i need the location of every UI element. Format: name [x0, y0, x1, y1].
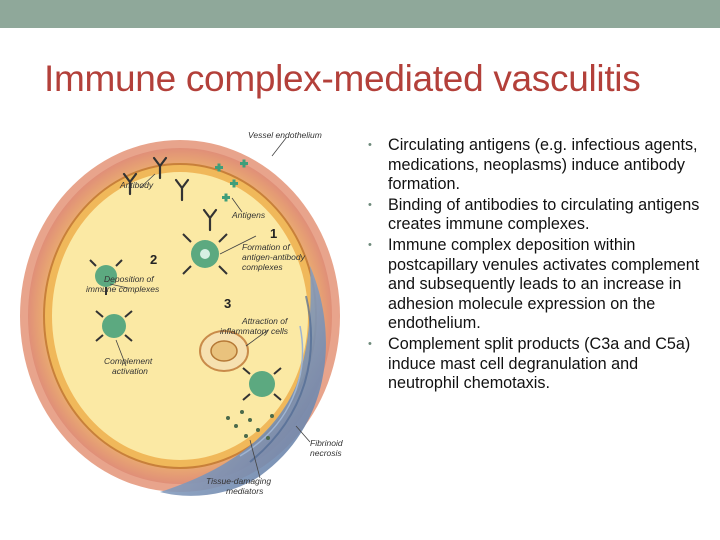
label-vessel-endothelium: Vessel endothelium — [248, 130, 322, 140]
bullet-marker: • — [368, 139, 372, 151]
bullet-marker: • — [368, 238, 372, 251]
fibrinoid-necrosis-band — [160, 266, 326, 496]
antigen-icons — [215, 159, 248, 202]
bullet-item: • Binding of antibodies to circulating an… — [362, 196, 712, 235]
mediator-dots — [226, 410, 274, 440]
bullet-text: Circulating antigens (e.g. infectious ag… — [388, 136, 698, 194]
bullet-item: • Complement split products (C3a and C5a)… — [362, 335, 712, 394]
label-antigens: Antigens — [231, 210, 266, 220]
label-complement-activation: Complement activation — [104, 356, 155, 376]
vessel-cross-section-illustration: Vessel endothelium Antibody Antigens 1 F… — [20, 130, 345, 496]
immune-complex-1 — [182, 233, 228, 275]
step-number-2: 2 — [150, 252, 157, 267]
bullet-text: Immune complex deposition within postcap… — [388, 235, 700, 333]
complement-activation-cluster — [95, 310, 133, 342]
bullet-marker: • — [368, 337, 372, 350]
slide-title: Immune complex-mediated vasculitis — [44, 58, 641, 99]
antibody-icons — [122, 156, 218, 232]
label-tissue-damaging-mediators: Tissue-damaging mediators — [206, 476, 274, 496]
label-fibrinoid-necrosis: Fibrinoid necrosis — [310, 438, 345, 458]
step-number-3: 3 — [224, 296, 231, 311]
immune-complex-2 — [89, 259, 123, 295]
inflammatory-cell — [199, 330, 249, 372]
label-antibody: Antibody — [119, 180, 154, 190]
top-accent-band — [0, 0, 720, 28]
bullet-list: • Circulating antigens (e.g. infectious a… — [362, 136, 712, 395]
bullet-text: Binding of antibodies to circulating ant… — [388, 195, 700, 234]
label-formation-of-complexes: Formation of antigen-antibody complexes — [242, 242, 307, 272]
vasculitis-diagram: Vessel endothelium Antibody Antigens 1 F… — [10, 126, 355, 500]
bullet-item: • Circulating antigens (e.g. infectious a… — [362, 136, 712, 195]
bullet-item: • Immune complex deposition within postca… — [362, 236, 712, 334]
bullet-text: Complement split products (C3a and C5a) … — [388, 334, 691, 393]
vessel-lumen — [52, 172, 308, 460]
label-deposition-of-complexes: Deposition of immune complexes — [86, 274, 160, 294]
label-attraction-of-cells: Attraction of inflammatory cells — [220, 316, 290, 336]
immune-complex-3 — [242, 367, 282, 401]
bullet-marker: • — [368, 198, 372, 211]
step-number-1: 1 — [270, 226, 277, 241]
